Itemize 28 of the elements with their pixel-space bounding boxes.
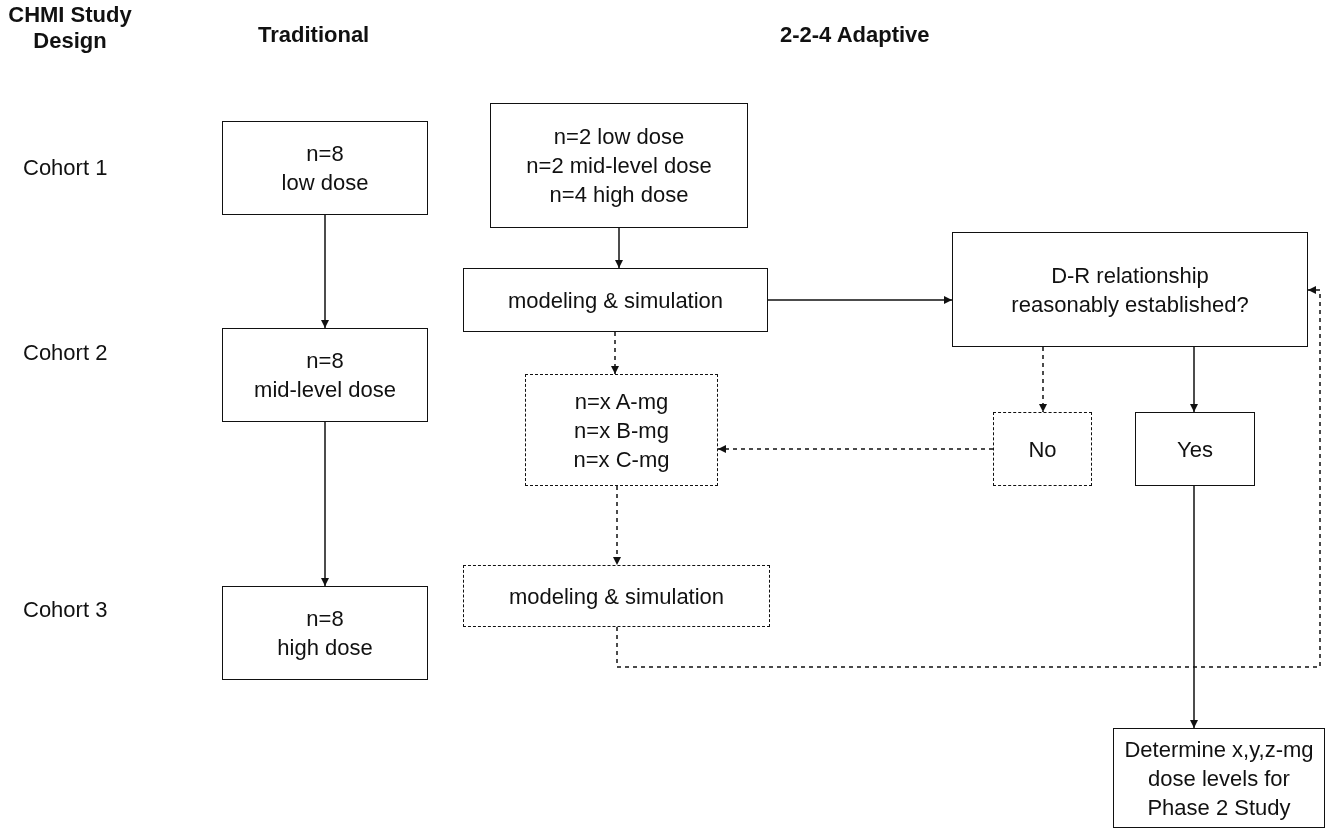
arrow bbox=[717, 445, 994, 453]
arrow bbox=[321, 214, 329, 329]
arrow bbox=[616, 286, 1321, 668]
answer-box: No bbox=[993, 412, 1092, 486]
process-box: n=2 low dose n=2 mid-level dose n=4 high dose bbox=[490, 103, 748, 228]
row-label: Cohort 3 bbox=[23, 597, 108, 623]
row-label: Cohort 1 bbox=[23, 155, 108, 181]
process-box: n=8 mid-level dose bbox=[222, 328, 428, 422]
column-heading: 2-2-4 Adaptive bbox=[780, 22, 930, 48]
arrow bbox=[1190, 346, 1198, 413]
process-box: n=8 low dose bbox=[222, 121, 428, 215]
arrow bbox=[615, 227, 623, 269]
process-box: modeling & simulation bbox=[463, 268, 768, 332]
column-heading: Traditional bbox=[258, 22, 370, 48]
arrow bbox=[611, 331, 619, 375]
arrow bbox=[1039, 346, 1047, 413]
arrow bbox=[613, 485, 621, 566]
column-heading: CHMI Study Design bbox=[7, 2, 133, 54]
row-label: Cohort 2 bbox=[23, 340, 108, 366]
process-box: n=x A-mg n=x B-mg n=x C-mg bbox=[525, 374, 718, 486]
process-box: n=8 high dose bbox=[222, 586, 428, 680]
process-box: modeling & simulation bbox=[463, 565, 770, 627]
outcome-box: Determine x,y,z-mg dose levels for Phase 2 Study bbox=[1113, 728, 1325, 828]
answer-box: Yes bbox=[1135, 412, 1255, 486]
arrow bbox=[321, 421, 329, 587]
decision-box: D-R relationship reasonably established? bbox=[952, 232, 1308, 347]
arrow bbox=[767, 296, 953, 304]
arrow bbox=[1190, 485, 1198, 729]
